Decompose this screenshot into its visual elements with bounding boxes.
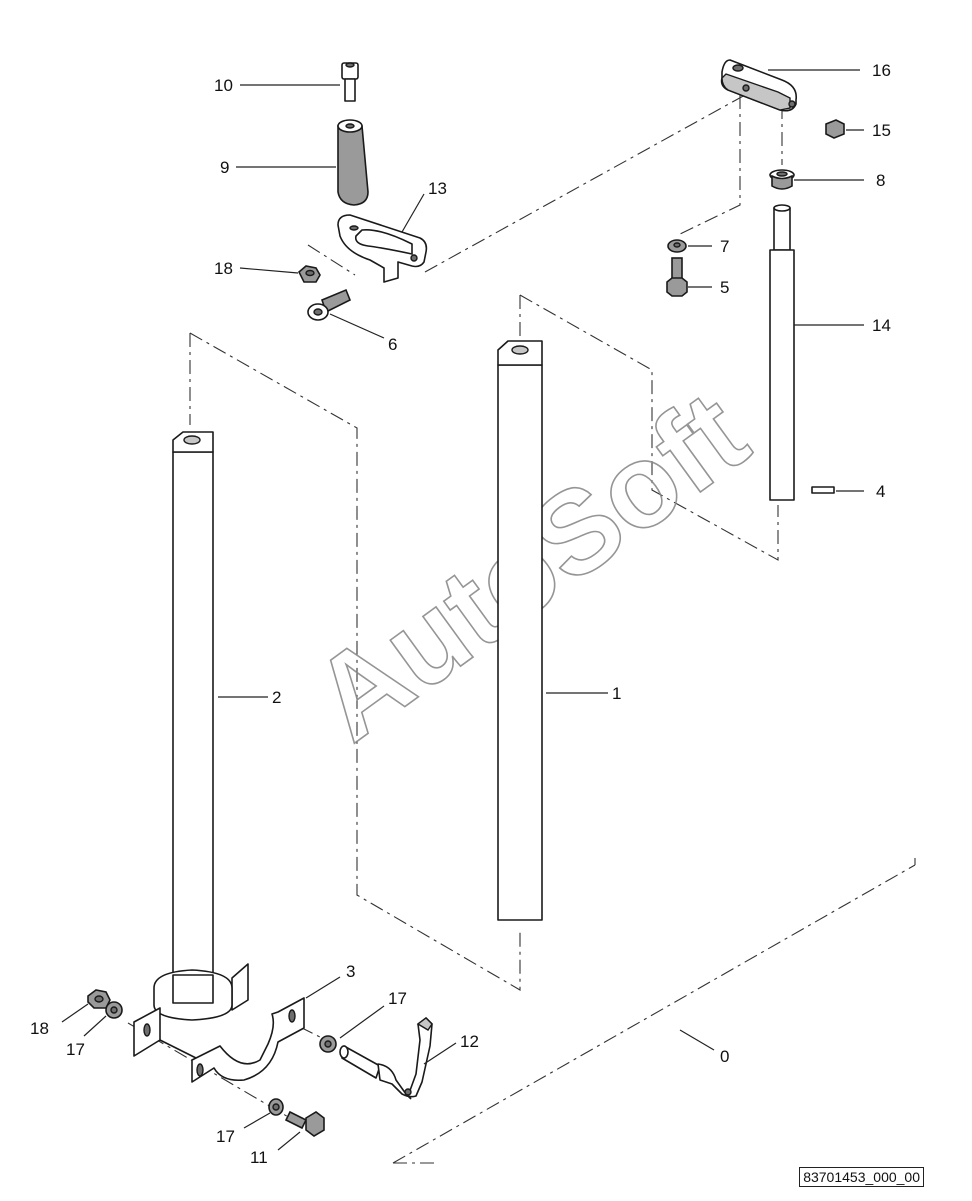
- part-11-bolt: [284, 1110, 325, 1137]
- part-8-bushing: [769, 169, 795, 190]
- part-17-washer-left: [105, 1001, 123, 1019]
- callout-1: 1: [612, 684, 621, 703]
- callout-10: 10: [214, 76, 233, 95]
- part-5-bolt: [666, 257, 688, 297]
- callout-18-lower: 18: [30, 1019, 49, 1038]
- callout-6: 6: [388, 335, 397, 354]
- part-18-nut-upper: [298, 265, 321, 283]
- part-15-nut: [825, 119, 845, 139]
- part-10-cap-screw: [341, 62, 359, 102]
- callout-15: 15: [872, 121, 891, 140]
- part-12-clamping-lever: [339, 1017, 433, 1100]
- part-7-washer: [667, 239, 687, 253]
- part-1-post: [497, 340, 543, 921]
- callout-8: 8: [876, 171, 885, 190]
- part-9-handle-grip: [337, 119, 369, 206]
- callout-17-bottom: 17: [216, 1127, 235, 1146]
- part-13-clamp-fork: [337, 214, 428, 283]
- callout-3: 3: [346, 962, 355, 981]
- part-14-rod: [769, 204, 795, 501]
- callout-17-left: 17: [66, 1040, 85, 1059]
- part-4-pin: [811, 486, 835, 494]
- part-16-link-plate: [720, 59, 798, 112]
- reference-code: 83701453_000_00: [799, 1167, 924, 1187]
- part-3-clamp-bracket: [133, 997, 305, 1083]
- callout-14: 14: [872, 316, 891, 335]
- part-2-post-with-base: [153, 431, 249, 1021]
- callout-17-right: 17: [388, 989, 407, 1008]
- callout-2: 2: [272, 688, 281, 707]
- callout-9: 9: [220, 158, 229, 177]
- part-6-cap-screw: [307, 288, 352, 321]
- callout-0: 0: [720, 1047, 729, 1066]
- callout-18-upper: 18: [214, 259, 233, 278]
- callout-13: 13: [428, 179, 447, 198]
- callout-16: 16: [872, 61, 891, 80]
- part-17-washer-bottom: [268, 1098, 284, 1116]
- callout-5: 5: [720, 278, 729, 297]
- callout-7: 7: [720, 237, 729, 256]
- leader-lines: [61, 69, 864, 1151]
- part-17-washer-right: [319, 1035, 337, 1053]
- callout-12: 12: [460, 1032, 479, 1051]
- callout-11: 11: [250, 1148, 268, 1167]
- callout-4: 4: [876, 482, 885, 501]
- callouts: 10 9 13 18 6 16 15 8 7 5 14 4 2 1 3 17 1…: [30, 61, 891, 1167]
